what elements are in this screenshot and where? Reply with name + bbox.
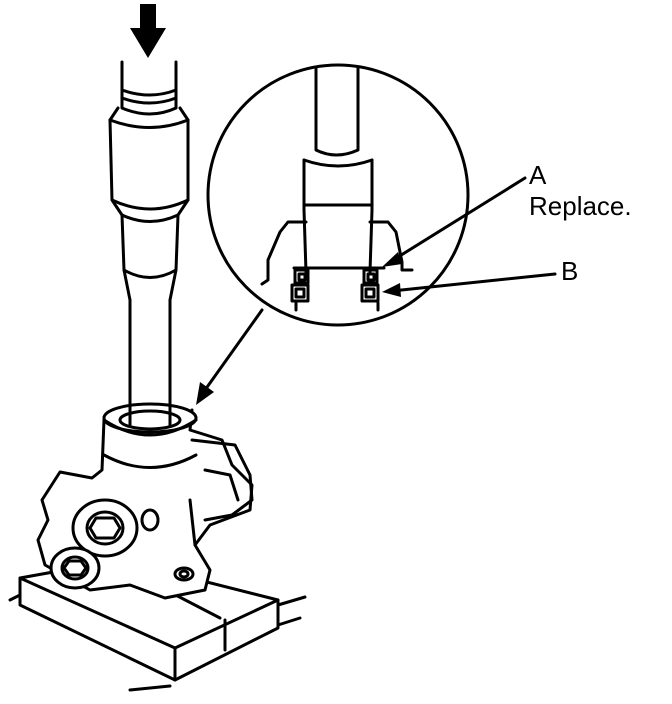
- press-driver: [110, 62, 188, 425]
- leader-a-arrowhead-icon: [382, 252, 402, 267]
- detail-pointer-arrow-icon: [196, 382, 214, 405]
- leader-b-arrowhead-icon: [382, 283, 401, 297]
- callout-b-label: B: [561, 256, 579, 286]
- leader-line-b: [392, 274, 555, 291]
- detail-pointer-line: [205, 310, 262, 390]
- callout-a-label: A: [529, 160, 547, 190]
- callout-a-note: Replace.: [529, 191, 632, 221]
- press-direction-arrow-icon: [130, 4, 166, 58]
- detail-circle: [208, 65, 468, 325]
- valve-body: [38, 404, 252, 598]
- leader-line-a: [390, 178, 525, 262]
